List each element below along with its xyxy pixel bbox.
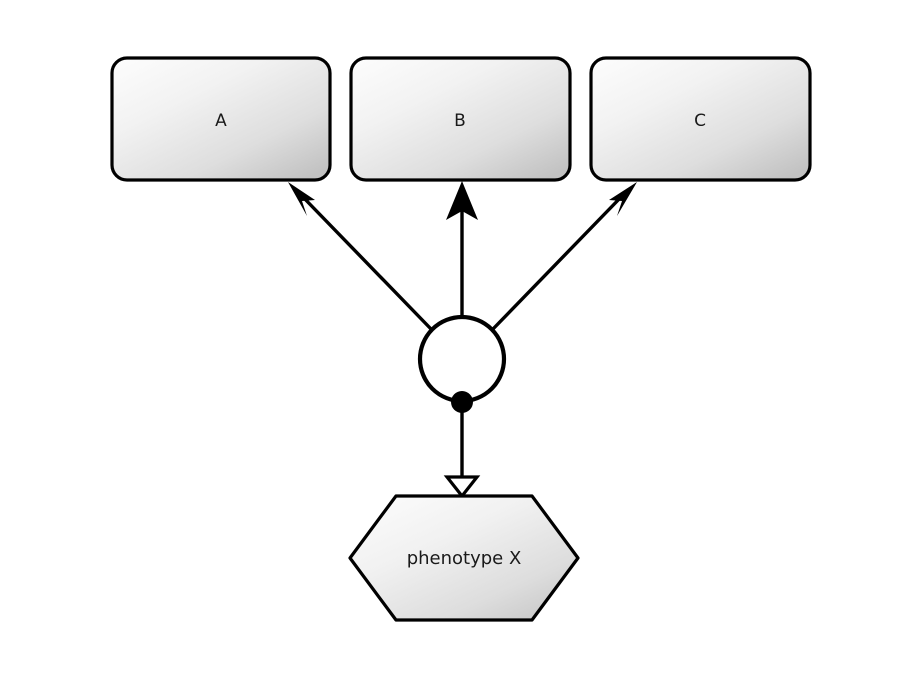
node-gene-a-shape (110, 56, 332, 182)
edge-line-c (491, 192, 626, 331)
node-phenotype-x-shape (348, 494, 580, 622)
node-phenotype-x[interactable]: phenotype X (348, 494, 580, 622)
node-gene-b[interactable]: B (349, 56, 572, 182)
junction-node[interactable] (417, 314, 507, 413)
edge-line-a (298, 192, 433, 331)
junction-circle (417, 314, 507, 404)
node-phenotype-x-label: phenotype X (407, 548, 522, 569)
node-gene-a[interactable]: A (110, 56, 332, 182)
node-gene-c-shape (589, 56, 812, 182)
junction-dot-icon (451, 391, 473, 413)
arrowhead-solid-c (609, 182, 637, 216)
arrowhead-solid-a (288, 182, 315, 216)
node-gene-a-label: A (215, 111, 227, 131)
node-gene-b-shape (349, 56, 572, 182)
node-gene-c[interactable]: C (589, 56, 812, 182)
arrowhead-hollow-phenotype (443, 475, 481, 499)
edge-junction-to-phenotype[interactable] (443, 406, 481, 499)
edge-junction-to-a[interactable] (288, 182, 433, 331)
edge-junction-to-b[interactable] (446, 181, 478, 317)
node-gene-b-label: B (454, 111, 466, 131)
node-gene-c-label: C (694, 111, 706, 131)
edge-junction-to-c[interactable] (491, 182, 637, 331)
arrowhead-solid-b (446, 181, 478, 220)
